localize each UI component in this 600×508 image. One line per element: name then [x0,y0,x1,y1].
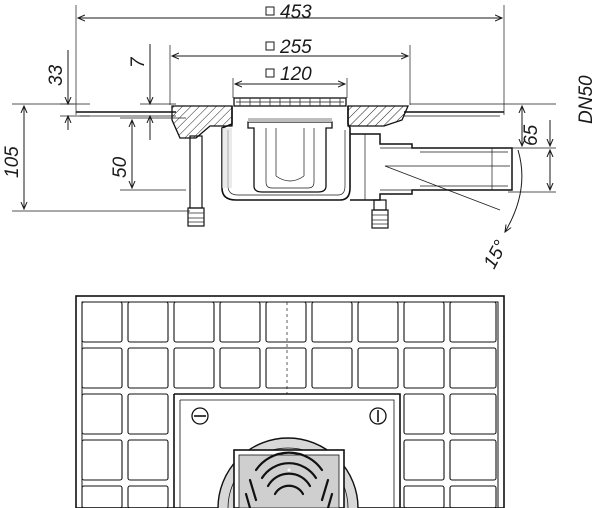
dimension-label-120: 120 [280,64,312,85]
dimension-label-105: 105 [2,146,23,178]
dimension-label-33: 33 [46,64,67,86]
support-legs [187,135,389,229]
dimension-label-15-deg: 15° [480,237,512,273]
dimension-flange-thickness: 7 [128,44,176,140]
dimension-tile-offset: 33 [46,50,90,130]
dimension-label-255: 255 [279,37,312,58]
dimension-label-65: 65 [521,124,542,146]
plan-view [75,295,505,508]
floor-membrane [76,111,504,117]
dimension-overall-width: 453 [75,2,505,115]
dimension-label-50: 50 [110,156,131,178]
grate [233,97,347,107]
screw-heads [191,407,387,425]
dimension-label-7: 7 [128,56,149,68]
dimension-flange-width: 255 [169,37,411,105]
square-grate [233,449,345,508]
dimension-total-height: 105 [2,103,190,212]
side-section-view: 453 255 120 33 [2,2,597,272]
dimension-label-453: 453 [280,2,312,23]
dimension-label-dn50: DN50 [576,75,597,124]
hatched-flange [171,105,409,139]
odor-trap-insert [247,118,333,193]
dimension-outlet-height: 65 [410,103,556,193]
tile-grid [81,301,497,508]
dimension-grate-width: 120 [232,64,348,98]
outlet-pipe [350,133,513,201]
drain-body [221,106,351,201]
dimension-outlet-angle: 15° [384,149,523,273]
drain-flange-plate [173,302,401,508]
dimension-outlet-diameter: DN50 [550,75,597,190]
dimension-body-height: 50 [110,117,186,191]
